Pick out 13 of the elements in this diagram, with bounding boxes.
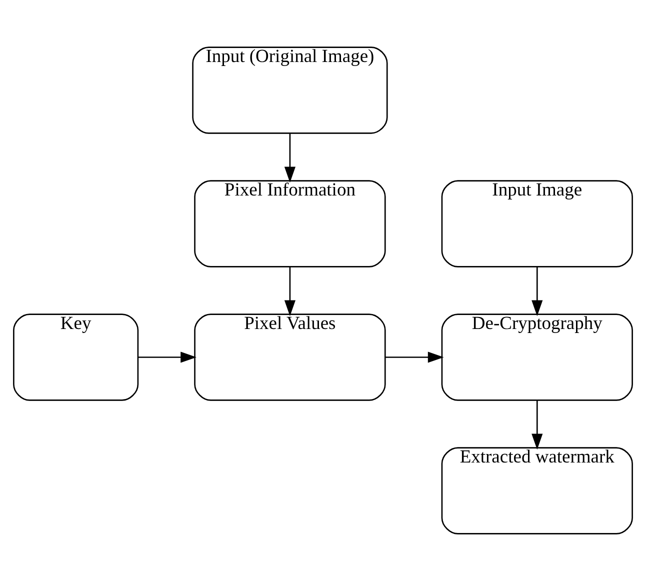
node-box: Key [13,314,139,401]
arrow [138,352,196,363]
node-box: Pixel Values [194,314,386,401]
node-box: Input Image [441,180,633,268]
node-box: Pixel Information [194,180,386,268]
node-box: Extracted watermark [441,447,633,534]
arrow [386,352,444,363]
arrow [532,400,543,450]
node-box: Input (Original Image) [192,46,388,134]
arrow [284,133,296,183]
node-box: De-Cryptography [441,314,633,401]
arrow [284,266,296,316]
arrow [532,266,543,316]
